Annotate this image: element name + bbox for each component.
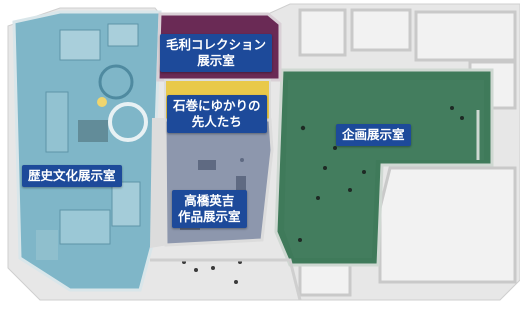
label-line: 高橋英吉 bbox=[184, 193, 235, 208]
room-label-history-culture: 歴史文化展示室 bbox=[22, 165, 122, 187]
label-line: 作品展示室 bbox=[178, 209, 241, 224]
visitor-figures bbox=[298, 106, 464, 242]
label-line: 毛利コレクション bbox=[166, 37, 267, 52]
room-label-special-exhibition: 企画展示室 bbox=[336, 124, 411, 146]
room-label-mori-collection: 毛利コレクション 展示室 bbox=[160, 34, 273, 72]
room-label-ishinomaki-figures: 石巻にゆかりの 先人たち bbox=[167, 95, 267, 133]
room-label-takahashi-works: 高橋英吉 作品展示室 bbox=[172, 190, 247, 228]
label-line: 先人たち bbox=[191, 114, 242, 129]
history-room-displays bbox=[36, 23, 148, 260]
label-line: 企画展示室 bbox=[342, 127, 405, 142]
label-line: 展示室 bbox=[197, 53, 235, 68]
label-line: 石巻にゆかりの bbox=[173, 98, 261, 113]
label-line: 歴史文化展示室 bbox=[28, 168, 116, 183]
